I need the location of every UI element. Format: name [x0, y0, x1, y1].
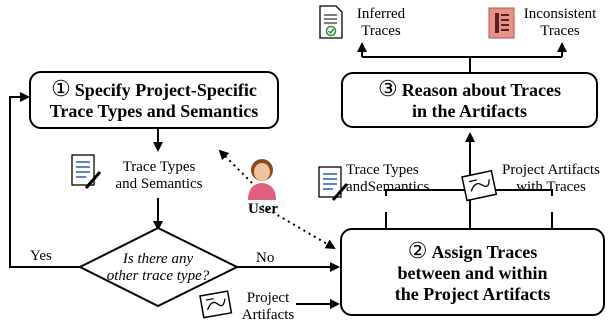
project-artifacts-traces-line2: with Traces [516, 179, 586, 195]
inconsistent-line1: Inconsistent [523, 6, 597, 22]
trace-types-right-label: Trace Types andSemantics [346, 162, 429, 196]
trace-types-left-line2: and Semantics [115, 176, 203, 192]
inferred-line1: Inferred [356, 6, 406, 22]
step3-number: ③ [377, 76, 398, 101]
step1-number: ① [51, 76, 71, 101]
document-pen-icon [71, 154, 102, 189]
project-artifacts-traces-label: Project Artifacts with Traces [490, 162, 612, 196]
decision-line2: other trace type? [106, 268, 210, 284]
project-artifacts-line1: Project [246, 290, 290, 306]
trace-types-right-line1: Trace Types [346, 162, 419, 178]
trace-types-right-line2: andSemantics [346, 179, 430, 195]
project-artifacts-line2: Artifacts [241, 307, 295, 323]
step2-title-line3: the Project Artifacts [394, 283, 551, 304]
step2-number: ② [407, 237, 428, 263]
yes-label: Yes [30, 248, 52, 264]
project-artifacts-traces-line1: Project Artifacts [502, 162, 600, 178]
artifact-icon [199, 290, 233, 319]
arrow-user-to-box1 [218, 149, 253, 184]
decision-text: Is there any other trace type? [98, 251, 218, 285]
document-pen-icon [318, 166, 349, 201]
decision-line1: Is there any [122, 251, 194, 267]
arrow-user-to-box2 [261, 205, 336, 250]
inconsistent-line2: Traces [540, 23, 580, 39]
inconsistent-traces-label: Inconsistent Traces [512, 6, 608, 40]
user-icon [248, 159, 276, 200]
step3-title-line2: in the Artifacts [412, 101, 527, 121]
step2-title-line1: Assign Traces [431, 241, 538, 262]
trace-types-left-label: Trace Types and Semantics [100, 159, 218, 193]
arrow-yes-loop [9, 92, 80, 268]
artifact-icon [461, 169, 498, 202]
step1-title-line1: Specify Project-Specific [74, 80, 257, 100]
inferred-line2: Traces [361, 23, 401, 39]
inconsistent-doc-icon [488, 7, 515, 39]
user-label: User [248, 201, 278, 217]
project-artifacts-label: Project Artifacts [236, 290, 300, 324]
step1-title-line2: Trace Types and Semantics [49, 101, 259, 121]
no-label: No [256, 250, 275, 266]
inferred-traces-label: Inferred Traces [346, 6, 416, 40]
inferred-doc-icon [319, 5, 343, 39]
decision-diamond [77, 226, 240, 308]
trace-types-left-line1: Trace Types [122, 159, 196, 175]
step2-title-line2: between and within [397, 262, 548, 283]
step3-title-line1: Reason about Traces [401, 80, 562, 100]
